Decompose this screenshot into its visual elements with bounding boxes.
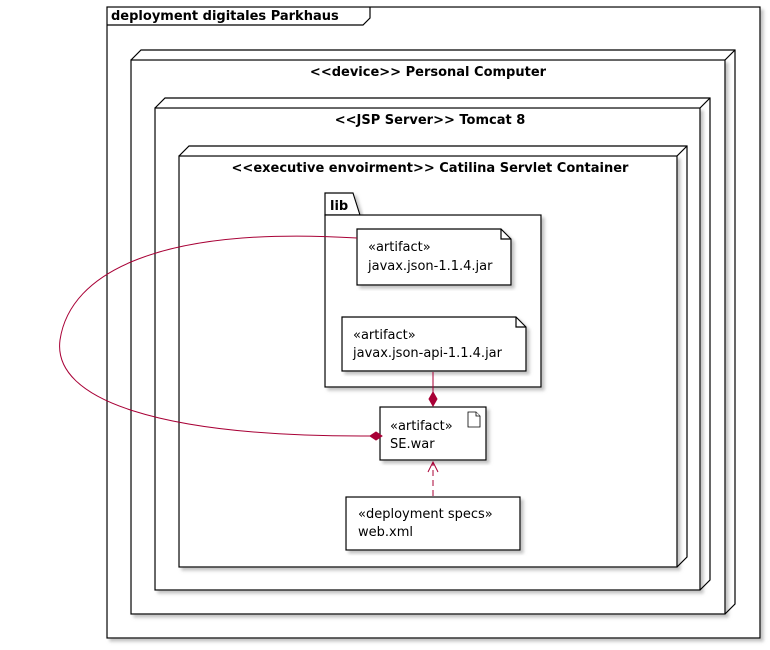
relation-json-to-war <box>59 235 383 441</box>
deployment-spec-web-xml[interactable]: «deployment specs» web.xml <box>345 496 521 551</box>
server-node-label: <<JSP Server>> Tomcat 8 <box>335 113 526 128</box>
artifact-javax-json-api-stereotype: «artifact» <box>353 328 416 343</box>
composition-diamond-icon <box>369 431 383 441</box>
device-node-label: <<device>> Personal Computer <box>310 65 547 80</box>
dependency-arrow-icon <box>427 460 439 473</box>
frame-title: deployment digitales Parkhaus <box>111 9 339 24</box>
artifact-javax-json[interactable]: «artifact» javax.json-1.1.4.jar <box>356 228 512 286</box>
lib-package-name: lib <box>330 199 348 214</box>
artifact-se-war-stereotype: «artifact» <box>390 419 453 434</box>
container-node-label: <<executive envoirment>> Catilina Servle… <box>232 161 630 176</box>
artifact-javax-json-api-name: javax.json-api-1.1.4.jar <box>352 346 503 361</box>
relation-json-api-to-war <box>428 372 438 408</box>
relation-spec-to-war <box>427 460 439 496</box>
artifact-javax-json-name: javax.json-1.1.4.jar <box>367 259 493 274</box>
artifact-se-war[interactable]: «artifact» SE.war <box>379 406 487 461</box>
deployment-spec-name: web.xml <box>358 525 413 540</box>
artifact-javax-json-api[interactable]: «artifact» javax.json-api-1.1.4.jar <box>341 316 527 372</box>
artifact-se-war-name: SE.war <box>390 437 435 452</box>
artifact-icon <box>467 411 481 428</box>
deployment-spec-stereotype: «deployment specs» <box>358 507 493 522</box>
composition-diamond-icon <box>428 390 438 408</box>
artifact-javax-json-stereotype: «artifact» <box>368 240 431 255</box>
